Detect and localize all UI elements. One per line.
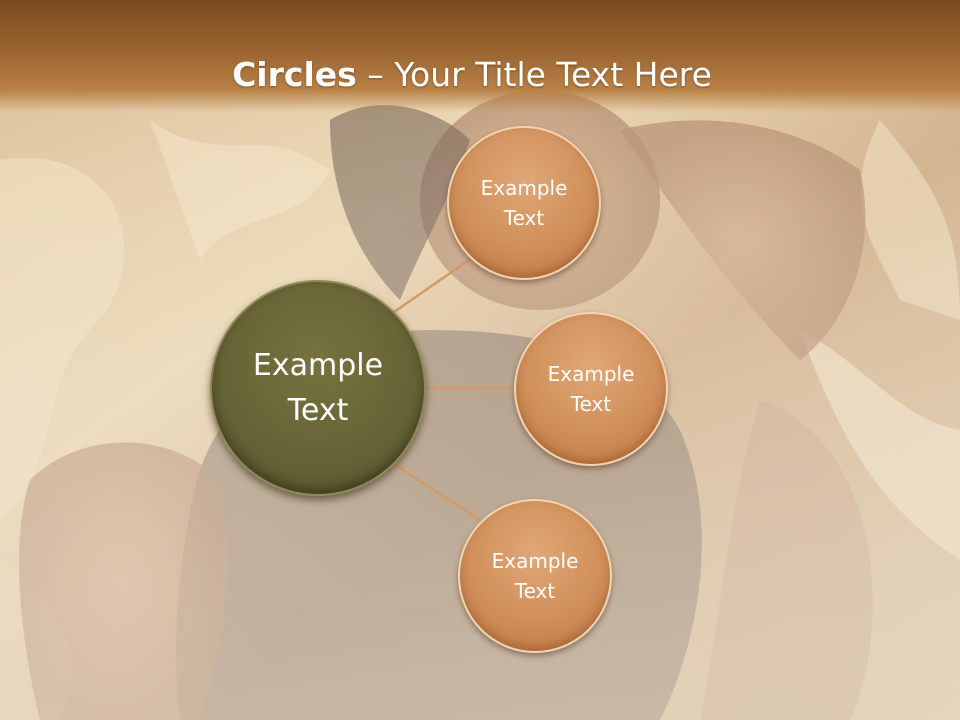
hub-label: Example Text (252, 348, 384, 428)
satellite-label: Example Text (491, 549, 579, 603)
connector-line-top (393, 256, 473, 314)
slide-title: Circles – Your Title Text Here (0, 52, 944, 98)
satellite-circle-top: Example Text (447, 126, 601, 280)
satellite-label: Example Text (547, 362, 635, 416)
hub-circle: Example Text (210, 280, 426, 496)
satellite-label: Example Text (480, 176, 568, 230)
connector-line-bottom (393, 462, 481, 522)
title-bar (0, 0, 960, 112)
satellite-circle-bottom: Example Text (458, 499, 612, 653)
satellite-circle-middle: Example Text (514, 312, 668, 466)
title-rest: – Your Title Text Here (356, 55, 712, 94)
title-bold: Circles (232, 55, 357, 94)
